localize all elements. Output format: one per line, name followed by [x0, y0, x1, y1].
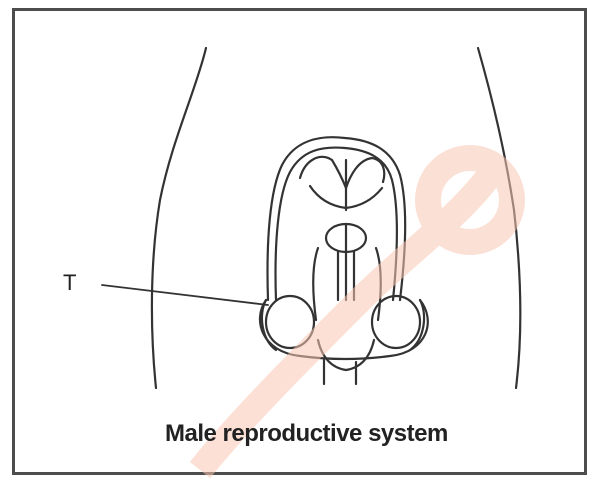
left-testis: [266, 296, 314, 348]
lower-central-1: [318, 340, 374, 370]
right-testis: [372, 296, 420, 348]
scrotum-outline: [260, 300, 428, 359]
penis-inner-outline: [276, 148, 397, 300]
glans-fold: [300, 157, 346, 188]
glans-fold-2: [346, 158, 384, 188]
penis-outline: [268, 137, 406, 300]
figure-caption: Male reproductive system: [165, 420, 448, 448]
left-body-outline: [152, 48, 206, 388]
testis-label: T: [63, 270, 76, 296]
right-vas-deferens: [376, 248, 381, 320]
label-pointer-line: [102, 285, 268, 305]
left-vas-deferens: [313, 248, 318, 320]
right-body-outline: [478, 48, 520, 388]
